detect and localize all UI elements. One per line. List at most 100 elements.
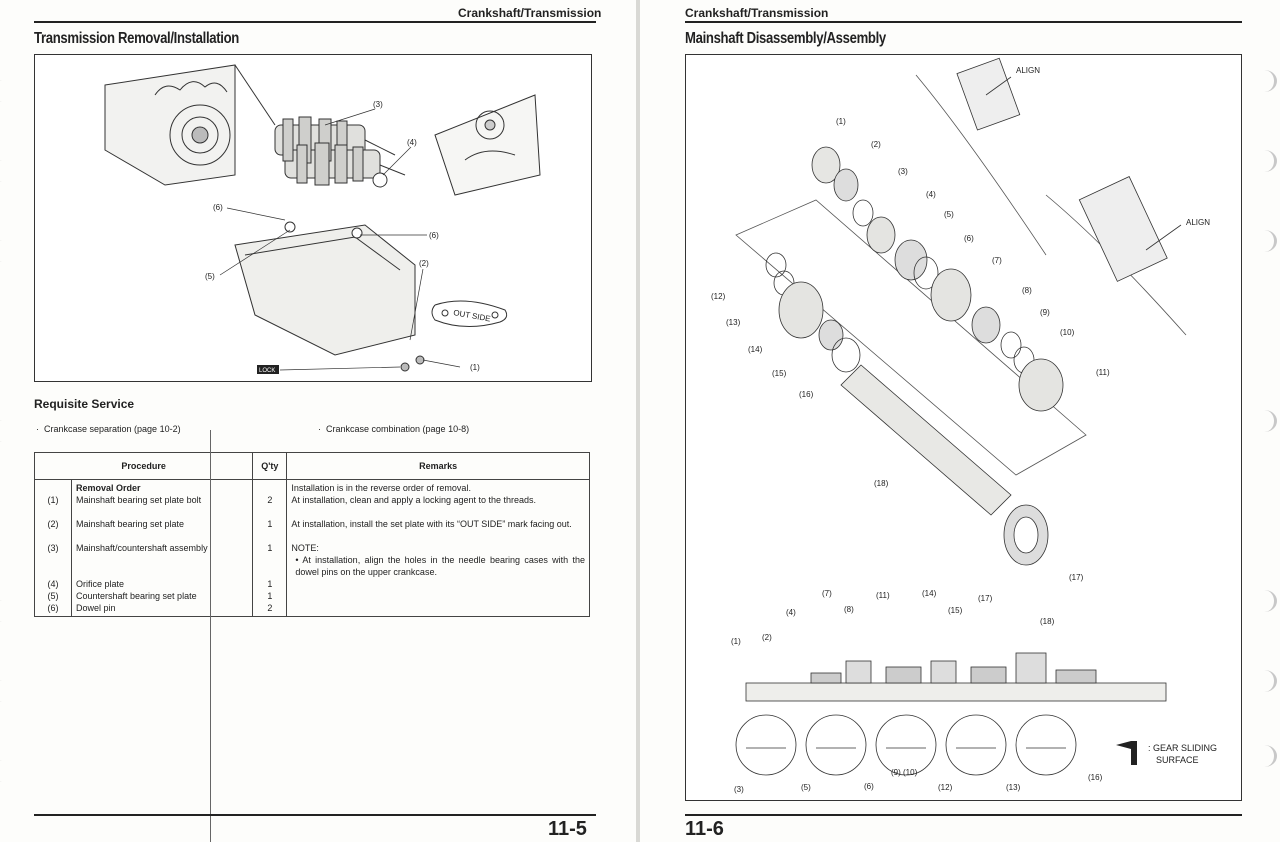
- left-header-rule: [34, 21, 596, 23]
- callout-3: (3): [898, 167, 908, 176]
- callout-14: (14): [748, 345, 763, 354]
- callout-8: (8): [1022, 286, 1032, 295]
- callout-5: (5): [205, 272, 215, 281]
- asm-callout-15: (15): [948, 606, 963, 615]
- punch-hole: [1252, 670, 1277, 692]
- book-gutter: [636, 0, 640, 842]
- punch-hole: [1252, 410, 1277, 432]
- qty-column: 2 1 1 1 1 2: [252, 479, 288, 617]
- procedure-table: Procedure Q'ty Remarks (1) (2) (3) (4) (…: [33, 452, 590, 617]
- punch-hole: [1252, 745, 1277, 767]
- asm-callout-1: (1): [731, 637, 741, 646]
- removal-order-title: Removal Order: [76, 483, 141, 493]
- align-label-top: ALIGN: [1016, 66, 1040, 75]
- mainshaft-illustration: (1) (2) (3) (4) (5) (6) (7) (8) (9) (10)…: [711, 57, 1217, 794]
- transmission-figure: OUT SIDE LOCK (3) (4) (6) (6) (5) (2) (1…: [34, 54, 592, 382]
- row-num: (5): [47, 591, 59, 601]
- row-name: Countershaft bearing set plate: [76, 591, 197, 601]
- callout-17: (17): [1069, 573, 1084, 582]
- asm-callout-18: (18): [1040, 617, 1055, 626]
- callout-11: (11): [1096, 368, 1110, 377]
- punch-hole: [0, 80, 14, 102]
- asm-callout-14: (14): [922, 589, 937, 598]
- row-qty: 1: [267, 543, 273, 553]
- asm-callout-9-10: (9) (10): [891, 768, 918, 777]
- row-name: Mainshaft/countershaft assembly: [76, 543, 208, 553]
- left-footer-rule: [34, 814, 596, 816]
- punch-hole: [0, 600, 14, 622]
- row-num: (4): [47, 579, 59, 589]
- service-item-1: · Crankcase separation (page 10-2): [36, 424, 181, 434]
- binding-line: [210, 430, 211, 842]
- col-qty: Q'ty: [252, 452, 288, 480]
- punch-hole: [0, 420, 14, 442]
- align-label-right: ALIGN: [1186, 218, 1210, 227]
- callout-6-right: (6): [429, 231, 439, 240]
- col-procedure: Procedure: [33, 452, 254, 480]
- row-name: Mainshaft bearing set plate bolt: [76, 495, 202, 505]
- callout-12: (12): [711, 292, 726, 301]
- row-qty: 2: [267, 603, 273, 613]
- table-header-row: Procedure Q'ty Remarks: [33, 452, 590, 480]
- callout-2: (2): [871, 140, 881, 149]
- row-num: (3): [47, 543, 59, 553]
- callout-15: (15): [772, 369, 787, 378]
- asm-callout-11: (11): [876, 591, 890, 600]
- row-name: Mainshaft bearing set plate: [76, 519, 185, 529]
- row-qty: 1: [267, 579, 273, 589]
- right-footer-rule: [685, 814, 1242, 816]
- left-section-header: Crankshaft/Transmission: [458, 6, 602, 20]
- callout-6-left: (6): [213, 203, 223, 212]
- asm-callout-12: (12): [938, 783, 953, 792]
- requisite-service-title: Requisite Service: [34, 397, 135, 411]
- asm-callout-13: (13): [1006, 783, 1021, 792]
- punch-hole: [0, 240, 14, 262]
- right-section-header: Crankshaft/Transmission: [685, 6, 829, 20]
- asm-callout-7: (7): [822, 589, 832, 598]
- callout-4: (4): [926, 190, 936, 199]
- punch-hole: [0, 680, 14, 702]
- asm-callout-2: (2): [762, 633, 772, 642]
- remarks-column: Installation is in the reverse order of …: [286, 479, 590, 617]
- right-header-rule: [685, 21, 1242, 23]
- callout-4: (4): [407, 138, 417, 147]
- callout-18: (18): [874, 479, 889, 488]
- service-1-text: Crankcase separation (page 10-2): [44, 424, 181, 434]
- punch-hole: [0, 760, 14, 782]
- asm-callout-3: (3): [734, 785, 744, 794]
- callout-1: (1): [836, 117, 846, 126]
- mainshaft-figure: (1) (2) (3) (4) (5) (6) (7) (8) (9) (10)…: [685, 54, 1242, 801]
- col-remarks: Remarks: [286, 452, 590, 480]
- callout-13: (13): [726, 318, 741, 327]
- row-remark: At installation, clean and apply a locki…: [291, 495, 537, 505]
- legend-text-2: SURFACE: [1156, 755, 1199, 765]
- row-qty: 2: [267, 495, 273, 505]
- row-remark: NOTE:: [291, 543, 319, 553]
- callout-7: (7): [992, 256, 1002, 265]
- callout-10: (10): [1060, 328, 1075, 337]
- left-page: Crankshaft/Transmission Transmission Rem…: [0, 0, 636, 842]
- callout-16: (16): [799, 390, 814, 399]
- row-num: (6): [47, 603, 59, 613]
- right-page-number: 11-6: [685, 818, 724, 840]
- punch-hole: [1252, 150, 1277, 172]
- table-body: (1) (2) (3) (4) (5) (6) Removal Order Ma…: [34, 479, 590, 617]
- legend-text-1: : GEAR SLIDING: [1148, 743, 1217, 753]
- asm-callout-4: (4): [786, 608, 796, 617]
- right-page-title: Mainshaft Disassembly/Assembly: [685, 30, 886, 47]
- callout-2: (2): [419, 259, 429, 268]
- callout-9: (9): [1040, 308, 1050, 317]
- row-num: (2): [47, 519, 59, 529]
- callout-1: (1): [470, 363, 480, 372]
- punch-hole: [1252, 230, 1277, 252]
- asm-callout-6: (6): [864, 782, 874, 791]
- punch-hole: [1252, 70, 1277, 92]
- row-qty: 1: [267, 591, 273, 601]
- asm-callout-8: (8): [844, 605, 854, 614]
- left-page-title: Transmission Removal/Installation: [34, 30, 239, 47]
- right-page: Crankshaft/Transmission Mainshaft Disass…: [640, 0, 1280, 842]
- asm-callout-16: (16): [1088, 773, 1103, 782]
- asm-callout-17: (17): [978, 594, 993, 603]
- row-name: Orifice plate: [76, 579, 125, 589]
- note-bullet-text: At installation, align the holes in the …: [295, 555, 586, 577]
